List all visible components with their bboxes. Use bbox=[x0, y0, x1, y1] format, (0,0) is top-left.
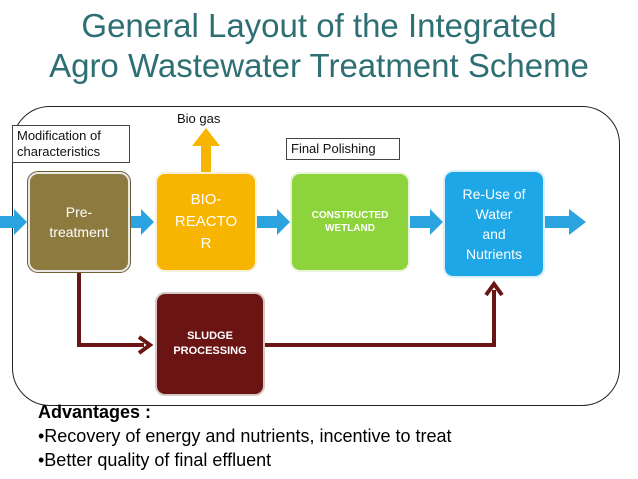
page-title: General Layout of the Integrated Agro Wa… bbox=[0, 6, 638, 86]
final-polishing-label: Final Polishing bbox=[286, 138, 400, 160]
reuse-box: Re-Use of Water and Nutrients bbox=[443, 170, 545, 278]
reuse-label: Re-Use of Water and Nutrients bbox=[462, 186, 526, 262]
title-line-1: General Layout of the Integrated bbox=[81, 7, 557, 44]
advantage-item: •Recovery of energy and nutrients, incen… bbox=[38, 426, 452, 446]
sludge-processing-box: SLUDGE PROCESSING bbox=[155, 292, 265, 396]
outlet-arrow bbox=[545, 209, 586, 235]
pretreatment-label: Pre- treatment bbox=[49, 204, 109, 240]
scheme-frame bbox=[12, 106, 620, 406]
advantages-heading: Advantages : bbox=[38, 402, 152, 422]
biogas-arrow bbox=[192, 128, 220, 172]
advantages-section: Advantages : •Recovery of energy and nut… bbox=[38, 400, 452, 472]
pre-to-bio-arrow bbox=[130, 209, 154, 235]
inlet-arrow bbox=[0, 209, 27, 235]
pretreatment-box: Pre- treatment bbox=[28, 172, 130, 272]
bioreactor-label: BIO- REACTO R bbox=[174, 191, 238, 252]
sludge-to-reuse-arrow bbox=[265, 280, 504, 347]
bio-gas-label: Bio gas bbox=[177, 111, 221, 126]
advantage-item: •Better quality of final effluent bbox=[38, 450, 272, 470]
bio-to-wetland-arrow bbox=[257, 209, 290, 235]
constructed-wetland-box: CONSTRUCTED WETLAND bbox=[290, 172, 410, 272]
title-line-2: Agro Wastewater Treatment Scheme bbox=[49, 47, 589, 84]
pre-to-sludge-arrow bbox=[77, 272, 154, 355]
constructed-wetland-label: CONSTRUCTED WETLAND bbox=[311, 210, 389, 234]
wetland-to-reuse-arrow bbox=[410, 209, 443, 235]
modification-label: Modification of characteristics bbox=[12, 125, 130, 163]
sludge-processing-label: SLUDGE PROCESSING bbox=[173, 330, 247, 357]
bioreactor-box: BIO- REACTO R bbox=[155, 172, 257, 272]
